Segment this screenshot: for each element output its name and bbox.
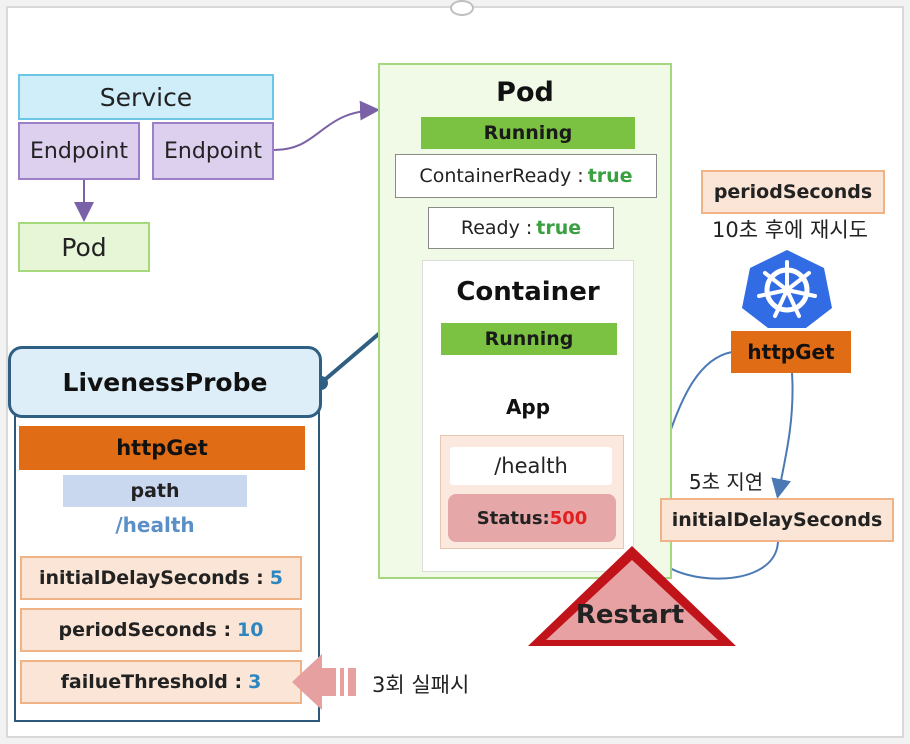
container-ready-condition: ContainerReady : true: [395, 154, 657, 198]
liveness-probe-title: LivenessProbe: [8, 346, 322, 418]
container-ready-value: true: [587, 165, 633, 187]
kubernetes-logo-icon: [742, 250, 832, 328]
status-response: Status: 500: [448, 494, 616, 542]
service-box: Service: [18, 74, 274, 120]
container-title: Container: [456, 277, 600, 307]
retry-note: 10초 후에 재시도: [712, 218, 868, 242]
status-code: 500: [549, 507, 588, 529]
failure-note: 3회 실패시: [372, 673, 470, 697]
param-value: 10: [237, 619, 264, 641]
restart-warning-icon: [528, 546, 736, 646]
ready-condition: Ready : true: [428, 207, 614, 249]
period-seconds-box: periodSeconds: [701, 170, 885, 214]
pod-title: Pod: [496, 76, 554, 108]
probe-path-value: /health: [115, 513, 195, 537]
param-failure-threshold: failueThreshold : 3: [20, 660, 302, 704]
pod-phase-badge: Running: [421, 117, 635, 149]
probe-handler-badge: httpGet: [19, 426, 305, 470]
health-endpoint: /health: [450, 447, 612, 485]
container-state-badge: Running: [441, 323, 617, 355]
endpoint-box-1: Endpoint: [18, 122, 140, 180]
status-label: Status:: [476, 507, 550, 529]
initial-delay-box: initialDelaySeconds: [660, 498, 894, 542]
delay-note: 5초 지연: [688, 469, 764, 494]
param-period-seconds: periodSeconds : 10: [20, 608, 302, 652]
app-label: App: [505, 395, 551, 419]
endpoint-box-2: Endpoint: [152, 122, 274, 180]
param-name: failueThreshold :: [60, 671, 243, 693]
param-name: initialDelaySeconds :: [38, 567, 264, 589]
restart-label: Restart: [575, 600, 685, 630]
param-value: 3: [248, 671, 262, 693]
ready-label: Ready :: [460, 217, 533, 239]
param-initial-delay: initialDelaySeconds : 5: [20, 556, 302, 600]
kubelet-httpget-badge: httpGet: [731, 331, 851, 373]
param-value: 5: [269, 567, 284, 589]
param-name: periodSeconds :: [58, 619, 232, 641]
service-pod-box: Pod: [18, 222, 150, 272]
left-arrow-icon: [292, 654, 356, 710]
resize-handle[interactable]: [450, 0, 474, 16]
container-ready-label: ContainerReady :: [419, 165, 584, 187]
ready-value: true: [536, 217, 582, 239]
probe-path-label: path: [63, 475, 247, 507]
